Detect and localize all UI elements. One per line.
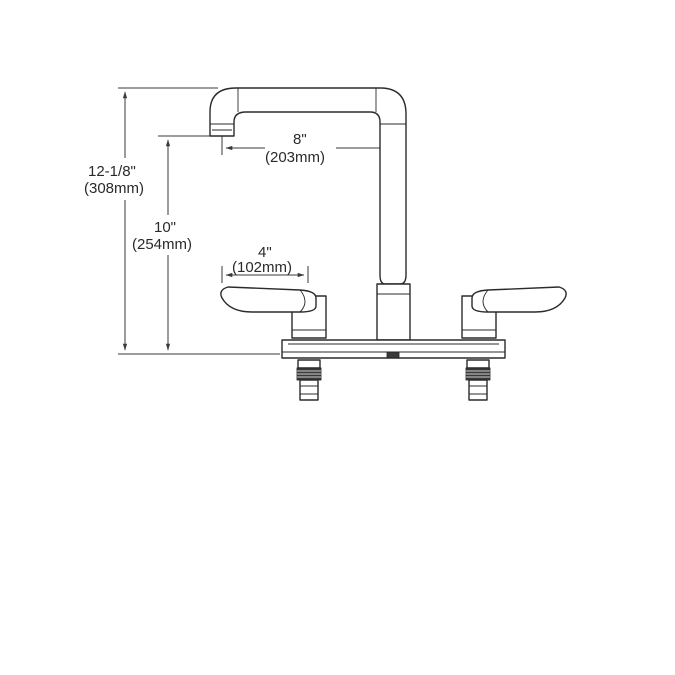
left-shank-nut-top bbox=[297, 359, 321, 369]
spout-reach-imperial: 8" bbox=[293, 131, 307, 148]
right-handle-lever-joint bbox=[482, 289, 489, 313]
overall-height-dimension: 12-1/8" (308mm) bbox=[84, 87, 280, 355]
spout-body bbox=[209, 87, 407, 285]
spout-height-imperial: 10" bbox=[154, 219, 176, 236]
overall-height-imperial: 12-1/8" bbox=[88, 163, 136, 180]
left-handle bbox=[220, 286, 327, 339]
left-supply-shank bbox=[296, 359, 322, 401]
spout-collar bbox=[376, 283, 411, 341]
overall-height-metric: (308mm) bbox=[84, 180, 144, 197]
spout-reach-metric: (203mm) bbox=[265, 149, 325, 166]
left-handle-lever-joint bbox=[299, 289, 306, 313]
left-handle-lever bbox=[220, 286, 317, 313]
handle-offset-dimension: 4" (102mm) bbox=[221, 244, 309, 283]
handle-offset-imperial: 4" bbox=[258, 244, 272, 261]
right-handle-lever bbox=[471, 286, 567, 313]
right-shank-nut-top bbox=[466, 359, 490, 369]
right-handle bbox=[461, 286, 567, 339]
right-supply-shank bbox=[465, 359, 491, 401]
deck-plate-center-mount bbox=[386, 351, 400, 359]
spout-height-metric: (254mm) bbox=[132, 236, 192, 253]
gooseneck-spout bbox=[209, 87, 411, 341]
left-shank-coupling bbox=[299, 379, 319, 401]
handle-offset-metric: (102mm) bbox=[232, 259, 292, 276]
right-shank-coupling bbox=[468, 379, 488, 401]
deck-plate bbox=[281, 339, 506, 359]
spout-reach-dimension: 8" (203mm) bbox=[221, 131, 399, 166]
spout-height-dimension: 10" (254mm) bbox=[132, 135, 210, 351]
